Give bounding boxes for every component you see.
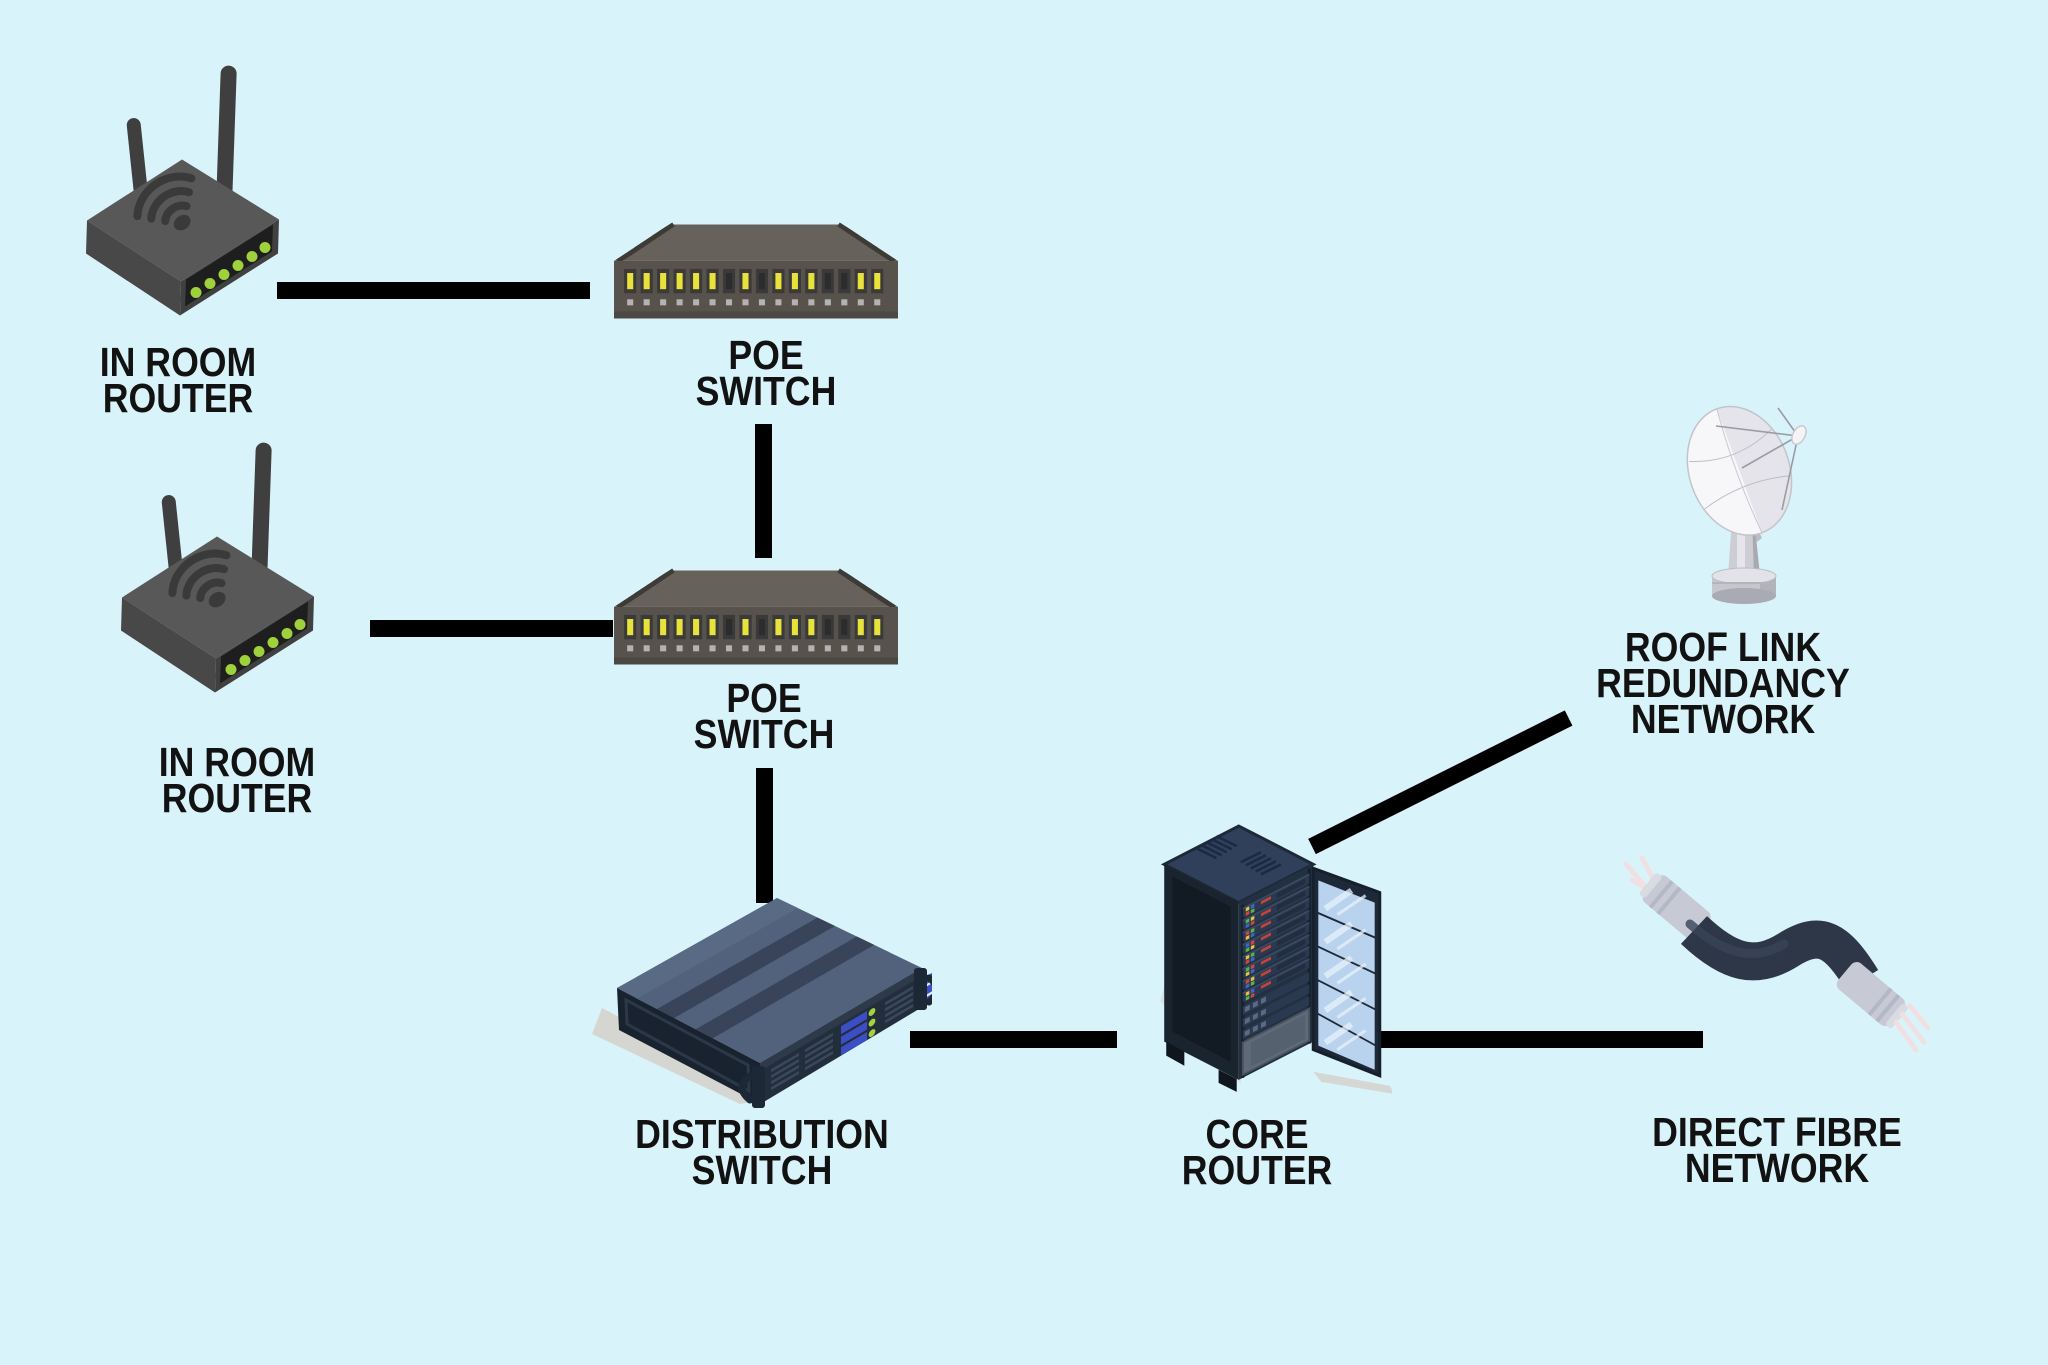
fibre-cable-illustration xyxy=(1623,855,1931,1053)
edge-router2-poe2 xyxy=(370,620,613,637)
label-line: SWITCH xyxy=(691,1147,833,1193)
door-shadow xyxy=(1313,1071,1392,1094)
label-line: IN ROOM xyxy=(158,739,316,785)
label-roof-link-redundancy-network: ROOF LINK REDUNDANCY NETWORK xyxy=(1523,624,1923,742)
switch-front-shadow xyxy=(614,657,898,665)
wifi-router-illustration-1 xyxy=(86,65,279,316)
fibre-strands-bottom xyxy=(1893,1003,1931,1053)
server-top-sheen xyxy=(617,898,798,998)
label-line: SWITCH xyxy=(695,368,837,414)
label-direct-fibre-network: DIRECT FIBRE NETWORK xyxy=(1577,1109,1977,1191)
label-line: CORE xyxy=(1205,1111,1309,1157)
label-line: ROUTER xyxy=(161,775,313,821)
label-line: ROUTER xyxy=(1181,1147,1333,1193)
label-line: NETWORK xyxy=(1630,696,1816,742)
edge-poe2-distribution xyxy=(756,768,773,903)
label-line: DIRECT FIBRE xyxy=(1652,1109,1902,1155)
label-line: POE xyxy=(728,332,804,378)
switch-top-face xyxy=(614,570,898,607)
switch-status-dots xyxy=(627,299,881,306)
switch-vents-left xyxy=(616,222,675,264)
wifi-icon xyxy=(168,549,231,608)
server-top-stripe-1 xyxy=(657,917,835,1018)
label-line: POE xyxy=(726,675,802,721)
label-poe-switch-2: POE SWITCH xyxy=(614,675,914,757)
edge-core-fibre xyxy=(1373,1031,1703,1048)
switch-top-face xyxy=(614,224,898,261)
rack-left-inset xyxy=(1172,876,1231,1062)
server-top-stripe-2 xyxy=(695,936,875,1039)
dish-feed xyxy=(1715,407,1799,511)
server-handle-right xyxy=(914,968,932,1010)
server-handle-left xyxy=(738,1066,765,1108)
edge-distribution-core xyxy=(910,1031,1117,1048)
dish-reflector xyxy=(1686,405,1793,536)
server-front-lip xyxy=(760,968,922,1071)
drive-bays-a xyxy=(841,1008,876,1056)
switch-vents-right xyxy=(837,568,896,610)
poe-switch-illustration-1 xyxy=(614,222,898,319)
core-router-illustration xyxy=(1160,824,1392,1094)
satellite-dish-illustration xyxy=(1686,405,1807,604)
server-unit-rows xyxy=(1242,873,1310,1003)
label-line: REDUNDANCY xyxy=(1596,660,1850,706)
edge-poe1-poe2 xyxy=(755,424,772,558)
server-top-face xyxy=(617,898,922,1063)
label-line: SWITCH xyxy=(693,711,835,757)
rack-units xyxy=(1241,873,1311,1077)
wifi-icon xyxy=(133,172,196,231)
unit-leds xyxy=(1245,878,1306,1001)
switch-status-dots xyxy=(627,645,881,652)
switch-vents-left xyxy=(616,568,675,610)
rack-glass-door xyxy=(1311,866,1382,1079)
label-in-room-router-1: IN ROOM ROUTER xyxy=(28,339,328,421)
distribution-switch-illustration xyxy=(592,898,932,1108)
label-line: IN ROOM xyxy=(99,339,257,385)
label-in-room-router-2: IN ROOM ROUTER xyxy=(87,739,387,821)
antenna-tall-icon xyxy=(216,65,237,206)
server-left-face xyxy=(617,988,762,1105)
label-line: DISTRIBUTION xyxy=(635,1111,889,1157)
label-line: ROOF LINK xyxy=(1624,624,1822,670)
label-poe-switch-1: POE SWITCH xyxy=(616,332,916,414)
label-distribution-switch: DISTRIBUTION SWITCH xyxy=(562,1111,962,1193)
poe-switch-illustration-2 xyxy=(614,568,898,665)
switch-vents-right xyxy=(837,222,896,264)
server-left-inset xyxy=(624,997,751,1094)
switch-front-shadow xyxy=(614,311,898,319)
glass-glints xyxy=(1323,888,1367,1051)
wifi-router-illustration-2 xyxy=(121,442,314,693)
bottom-panel xyxy=(1241,1006,1311,1077)
router-leds xyxy=(225,619,306,675)
feed-horn xyxy=(1791,424,1807,446)
cable-connector-2 xyxy=(1836,962,1908,1028)
router-left-face xyxy=(121,597,216,693)
antenna-tall-icon xyxy=(251,442,272,583)
switch-ports xyxy=(624,268,884,294)
switch-ports xyxy=(624,614,884,640)
cable-body xyxy=(1680,915,1879,991)
rack-top-vents xyxy=(1195,834,1282,876)
cable-sheen xyxy=(1685,919,1789,959)
edge-router1-poe1 xyxy=(277,282,590,299)
label-core-router: CORE ROUTER xyxy=(1107,1111,1407,1193)
label-line: NETWORK xyxy=(1684,1145,1870,1191)
server-front-face xyxy=(760,968,924,1103)
rack-foot-left xyxy=(1166,1041,1185,1066)
rack-foot-right xyxy=(1218,1069,1237,1092)
label-line: ROUTER xyxy=(102,375,254,421)
router-leds xyxy=(190,242,271,298)
patch-unit-rows xyxy=(1242,972,1310,1040)
router-left-face xyxy=(86,220,181,316)
dish-base xyxy=(1711,567,1777,604)
